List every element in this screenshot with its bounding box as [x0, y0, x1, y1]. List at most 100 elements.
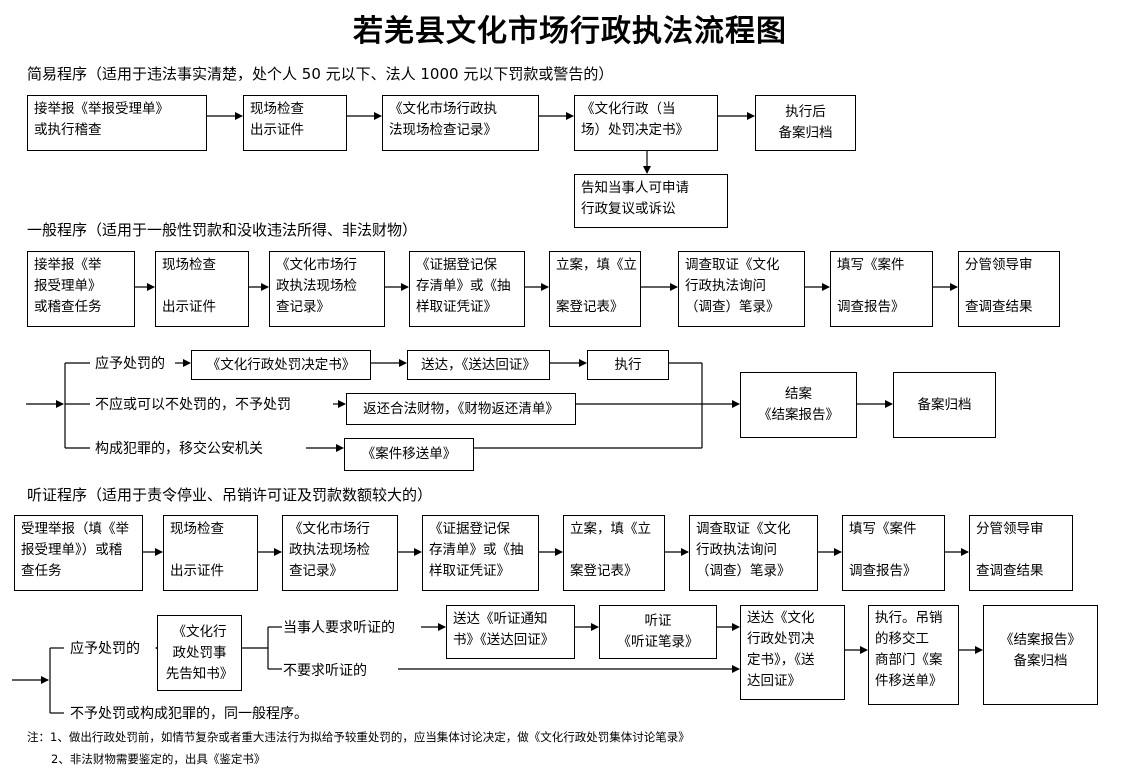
- box-line: 备案归档: [1013, 653, 1068, 669]
- box-line: [170, 540, 251, 561]
- box-line: 查调查结果: [976, 563, 1044, 579]
- box-line: 或稽查任务: [34, 299, 102, 315]
- box-line: 定书》，《送: [747, 652, 815, 668]
- box-line: 《证据登记保: [429, 521, 510, 537]
- box-line: 或执行稽查: [34, 122, 102, 138]
- simple-report-box: 接举报《举报受理单》 或执行稽查: [27, 95, 207, 151]
- hearing-step-6: 调查取证《文化 行政执法询问 （调查）笔录》: [689, 515, 818, 591]
- hearing-request-yes: 当事人要求听证的: [283, 620, 395, 636]
- box-line: [976, 540, 1066, 561]
- box-line: 政执法现场检: [276, 278, 357, 294]
- box-line: 案登记表》: [570, 563, 638, 579]
- box-line: 报受理单》: [34, 278, 102, 294]
- box-line: [556, 276, 634, 297]
- general-delivery-box: 送达，《送达回证》: [407, 350, 550, 380]
- note-1: 注：1、做出行政处罚前，如情节复杂或者重大违法行为拟给予较重处罚的，应当集体讨论…: [27, 730, 690, 744]
- box-line: 查任务: [21, 563, 62, 579]
- box-line: 立案，填《立: [570, 521, 651, 537]
- box-line: 行政执法询问: [696, 542, 777, 558]
- general-branch-no-punish: 不应或可以不处罚的，不予处罚: [95, 397, 291, 413]
- box-line: 案登记表》: [556, 299, 624, 315]
- box-line: 调查取证《文化: [696, 521, 791, 537]
- general-step-5: 立案，填《立 案登记表》: [549, 251, 641, 327]
- hearing-step-3: 《文化市场行 政执法现场检 查记录》: [282, 515, 398, 591]
- simple-decision-box: 《文化行政（当 场）处罚决定书》: [574, 95, 718, 151]
- hearing-request-no: 不要求听证的: [283, 663, 367, 679]
- box-line: 法现场检查记录》: [389, 122, 497, 138]
- box-line: 《案件移送单》: [361, 446, 457, 462]
- general-procedure-heading: 一般程序（适用于一般性罚款和没收违法所得、非法财物）: [27, 221, 418, 239]
- box-line: 执行后: [785, 104, 826, 120]
- box-line: 接举报《举报受理单》: [34, 101, 169, 117]
- box-line: 出示证件: [250, 122, 304, 138]
- box-line: [965, 276, 1053, 297]
- general-step-1: 接举报《举 报受理单》 或稽查任务: [27, 251, 135, 327]
- box-line: [837, 276, 926, 297]
- hearing-step-4: 《证据登记保 存清单》或《抽 样取证凭证》: [422, 515, 539, 591]
- box-line: 样取证凭证》: [416, 299, 497, 315]
- box-line: 告知当事人可申请: [581, 180, 689, 196]
- box-line: 行政处罚决: [747, 631, 815, 647]
- simple-record-box: 《文化市场行政执 法现场检查记录》: [382, 95, 539, 151]
- general-step-3: 《文化市场行 政执法现场检 查记录》: [269, 251, 385, 327]
- general-step-4: 《证据登记保 存清单》或《抽 样取证凭证》: [409, 251, 525, 327]
- box-line: 出示证件: [170, 563, 224, 579]
- general-decision-box: 《文化行政处罚决定书》: [191, 350, 371, 380]
- box-line: 存清单》或《抽: [429, 542, 524, 558]
- hearing-record-box: 听证 《听证笔录》: [599, 605, 717, 659]
- simple-archive-box: 执行后 备案归档: [755, 95, 856, 151]
- box-line: 听证: [644, 613, 672, 629]
- box-line: 行政执法询问: [685, 278, 766, 294]
- hearing-deliver-decision-box: 送达《文化 行政处罚决 定书》，《送 达回证》: [740, 605, 845, 700]
- box-line: 行政复议或诉讼: [581, 201, 676, 217]
- box-line: 《证据登记保: [416, 257, 497, 273]
- general-branch-crime: 构成犯罪的，移交公安机关: [95, 441, 263, 457]
- general-branch-punish: 应予处罚的: [95, 356, 165, 372]
- hearing-step-8: 分管领导审 查调查结果: [969, 515, 1073, 591]
- box-line: 执行。吊销: [875, 610, 943, 626]
- hearing-step-7: 填写《案件 调查报告》: [842, 515, 945, 591]
- box-line: 《文化市场行: [289, 521, 370, 537]
- box-line: [570, 540, 658, 561]
- box-line: 备案归档: [778, 125, 833, 141]
- simple-notice-box: 告知当事人可申请 行政复议或诉讼: [574, 174, 728, 228]
- box-line: 存清单》或《抽: [416, 278, 511, 294]
- box-line: 送达《听证通知: [453, 611, 548, 627]
- chart-title: 若羌县文化市场行政执法流程图: [353, 14, 787, 49]
- hearing-step-5: 立案，填《立 案登记表》: [563, 515, 665, 591]
- box-line: 查调查结果: [965, 299, 1033, 315]
- box-line: 政执法现场检: [289, 542, 370, 558]
- box-line: 商部门《案: [875, 652, 943, 668]
- box-line: 填写《案件: [837, 257, 905, 273]
- box-line: 达回证》: [747, 673, 801, 689]
- general-execute-box: 执行: [587, 350, 669, 380]
- box-line: [849, 540, 938, 561]
- box-line: 分管领导审: [976, 521, 1044, 537]
- box-line: 备案归档: [917, 396, 972, 413]
- box-line: 件移送单》: [875, 673, 943, 689]
- hearing-branch-no-punish: 不予处罚或构成犯罪的，同一般程序。: [70, 706, 308, 722]
- box-line: 书》《送达回证》: [453, 632, 555, 648]
- box-line: 《文化行: [172, 623, 227, 640]
- hearing-branch-punish: 应予处罚的: [70, 641, 140, 657]
- box-line: 送达，《送达回证》: [421, 356, 536, 373]
- note-2: 2、非法财物需要鉴定的，出具《鉴定书》: [51, 752, 266, 766]
- box-line: 接举报《举: [34, 257, 102, 273]
- box-line: 《听证笔录》: [617, 634, 699, 650]
- box-line: 《文化行政处罚决定书》: [206, 356, 356, 373]
- box-line: 受理举报（填《举: [21, 521, 129, 537]
- box-line: 调查报告》: [849, 563, 917, 579]
- box-line: 样取证凭证》: [429, 563, 510, 579]
- box-line: 执行: [614, 356, 642, 373]
- box-line: [162, 276, 242, 297]
- box-line: 结案: [785, 386, 812, 402]
- general-step-2: 现场检查 出示证件: [155, 251, 249, 327]
- box-line: 的移交工: [875, 631, 929, 647]
- general-step-8: 分管领导审 查调查结果: [958, 251, 1060, 327]
- general-close-box: 结案 《结案报告》: [740, 372, 857, 438]
- box-line: 政处罚事: [172, 644, 227, 661]
- box-line: 《文化市场行政执: [389, 101, 497, 117]
- hearing-prior-notice-box: 《文化行 政处罚事 先告知书》: [157, 615, 242, 691]
